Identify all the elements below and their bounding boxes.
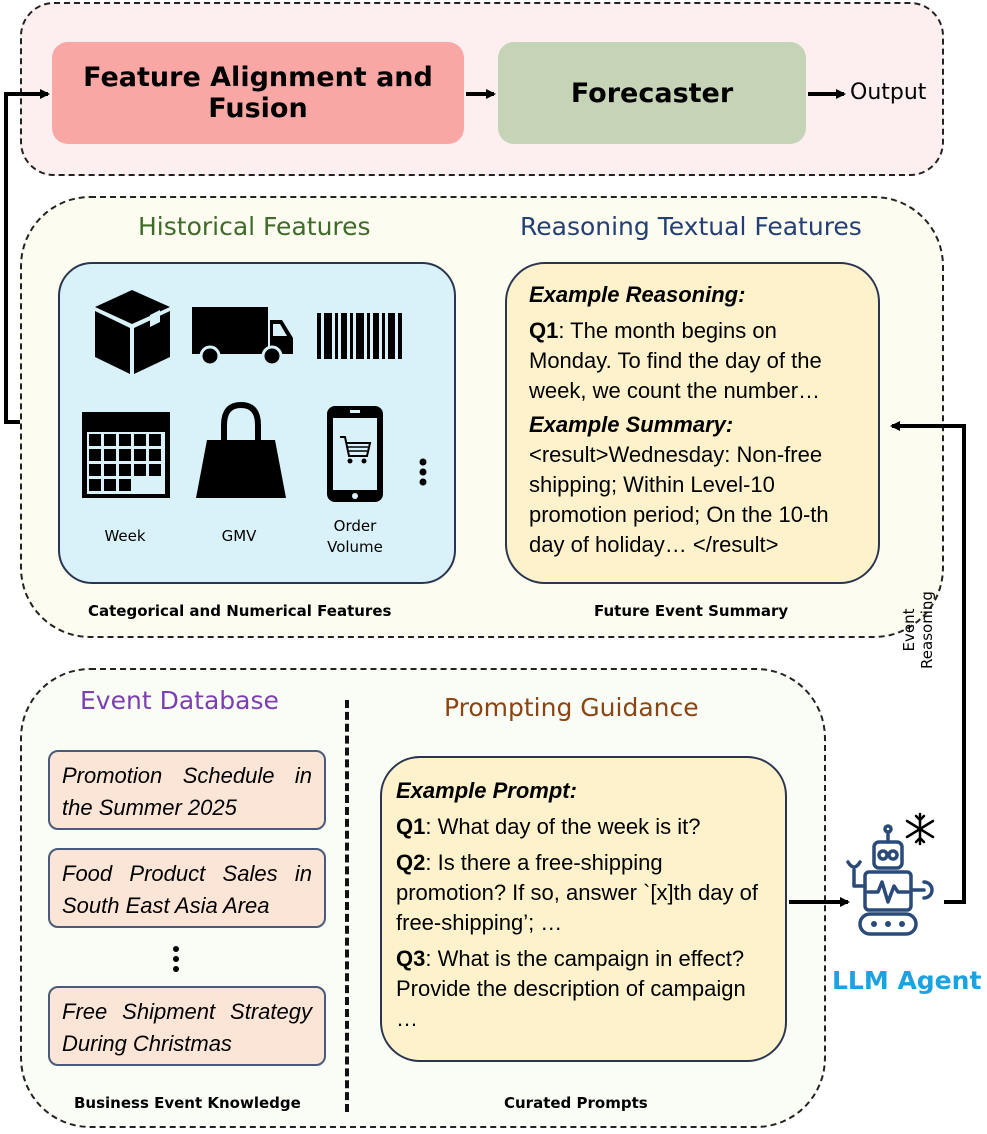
order-volume-label-line2: Volume bbox=[327, 538, 383, 556]
forecaster-label: Forecaster bbox=[570, 77, 734, 109]
forecaster-box: Forecaster bbox=[498, 42, 806, 144]
arrow-agent-to-reasoning bbox=[890, 421, 966, 904]
feature-fusion-label: Feature Alignment and Fusion bbox=[83, 62, 433, 124]
week-label: Week bbox=[104, 527, 146, 545]
prompt-q1: Q1: What day of the week is it? bbox=[396, 812, 773, 842]
event-item: Free Shipment Strategy During Christmas bbox=[48, 986, 326, 1066]
barcode-icon bbox=[317, 313, 402, 359]
summary-text: <result>Wednesday: Non-free shipping; Wi… bbox=[529, 442, 829, 557]
historical-features-title: Historical Features bbox=[138, 212, 371, 241]
divider-line bbox=[345, 700, 349, 1112]
event-list-ellipsis-icon bbox=[173, 946, 179, 976]
vertical-ellipsis-icon bbox=[419, 458, 427, 486]
prompting-caption: Curated Prompts bbox=[504, 1094, 648, 1112]
prompt-q2-text: : Is there a free-shipping promotion? If… bbox=[396, 850, 758, 935]
prompt-q1-label: Q1 bbox=[396, 814, 426, 839]
prompting-guidance-title: Prompting Guidance bbox=[444, 693, 699, 722]
llm-agent-icon bbox=[846, 812, 935, 936]
example-reasoning-head: Example Reasoning: bbox=[529, 282, 746, 307]
prompt-q1-text: : What day of the week is it? bbox=[425, 814, 701, 839]
reasoning-q1-text: : The month begins on Monday. To find th… bbox=[529, 318, 822, 403]
output-label: Output bbox=[850, 80, 927, 105]
historical-caption: Categorical and Numerical Features bbox=[88, 602, 392, 620]
historical-icons bbox=[82, 290, 427, 502]
reasoning-text-box: Example Reasoning: Q1: The month begins … bbox=[505, 262, 880, 584]
prompt-q3: Q3: What is the campaign in effect? Prov… bbox=[396, 944, 773, 1034]
truck-icon bbox=[192, 307, 293, 367]
gmv-label: GMV bbox=[221, 527, 257, 545]
snowflake-icon bbox=[905, 812, 935, 846]
calendar-icon bbox=[82, 412, 170, 498]
shopping-bag-icon bbox=[196, 401, 286, 498]
reasoning-features-title: Reasoning Textual Features bbox=[520, 212, 862, 241]
feature-fusion-box: Feature Alignment and Fusion bbox=[52, 42, 464, 144]
event-item: Food Product Sales in South East Asia Ar… bbox=[48, 848, 326, 928]
order-volume-label-line1: Order bbox=[333, 517, 377, 535]
event-db-caption: Business Event Knowledge bbox=[74, 1094, 301, 1112]
event-database-title: Event Database bbox=[80, 686, 279, 715]
reasoning-caption: Future Event Summary bbox=[594, 602, 789, 620]
prompt-text-box: Example Prompt: Q1: What day of the week… bbox=[380, 756, 787, 1062]
event-item: Promotion Schedule in the Summer 2025 bbox=[48, 750, 326, 830]
prompt-q3-text: : What is the campaign in effect? Provid… bbox=[396, 946, 746, 1031]
box-icon bbox=[95, 290, 170, 374]
example-summary-head: Example Summary: bbox=[529, 412, 734, 437]
mobile-cart-icon bbox=[327, 406, 383, 502]
arrow-to-fusion bbox=[4, 89, 50, 424]
reasoning-q1: Q1: The month begins on Monday. To find … bbox=[529, 316, 860, 406]
prompt-q2-label: Q2 bbox=[396, 850, 426, 875]
reasoning-q1-label: Q1 bbox=[529, 318, 559, 343]
llm-agent-label: LLM Agent bbox=[832, 966, 982, 995]
example-prompt-head: Example Prompt: bbox=[396, 778, 577, 803]
prompt-q3-label: Q3 bbox=[396, 946, 426, 971]
prompt-q2: Q2: Is there a free-shipping promotion? … bbox=[396, 848, 773, 938]
